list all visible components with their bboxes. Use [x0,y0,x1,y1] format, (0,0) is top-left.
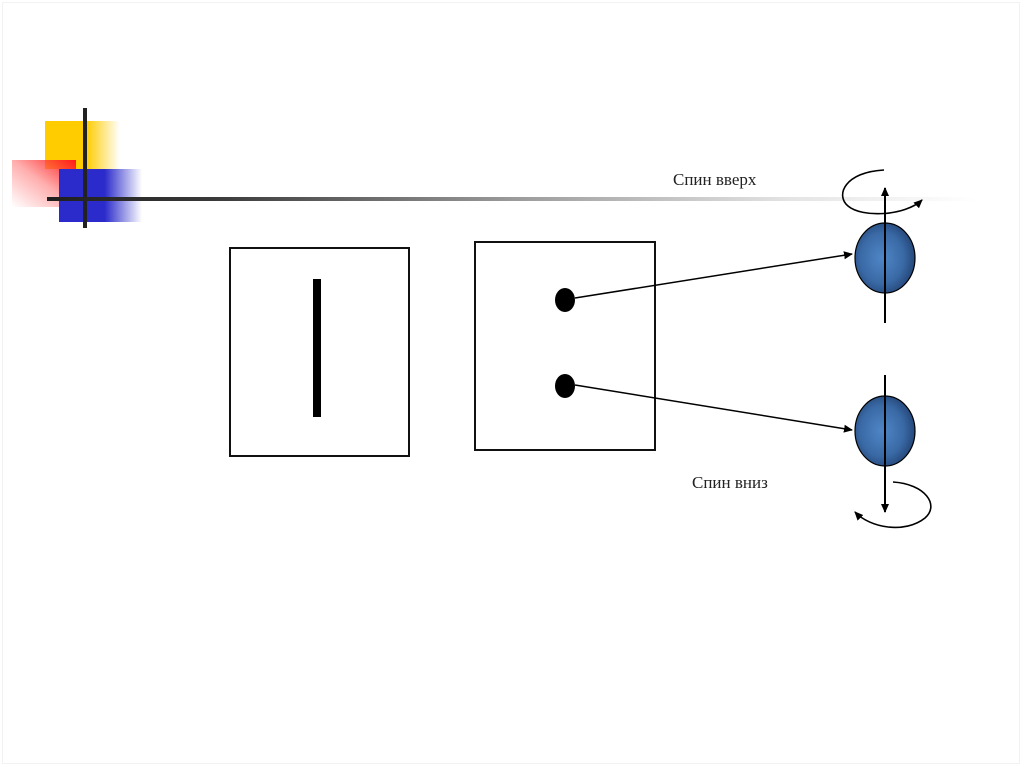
spin-up-group [841,169,923,323]
right-panel [474,241,656,451]
spin-up-rotation-arrow-icon [841,169,923,215]
spin-down-label: Спин вниз [692,473,768,492]
decor-blue-square [59,169,142,222]
lower-dot [555,374,575,398]
upper-connector-arrow [574,251,853,299]
spin-down-rotation-arrow-icon [854,481,932,529]
upper-dot [555,288,575,312]
spin-down-group [854,375,932,529]
single-line-mark [313,279,321,417]
title-underline [47,197,977,201]
decor-vertical-line [83,108,87,228]
lower-connector-arrow [574,384,853,433]
spin-up-label: Спин вверх [673,170,757,189]
